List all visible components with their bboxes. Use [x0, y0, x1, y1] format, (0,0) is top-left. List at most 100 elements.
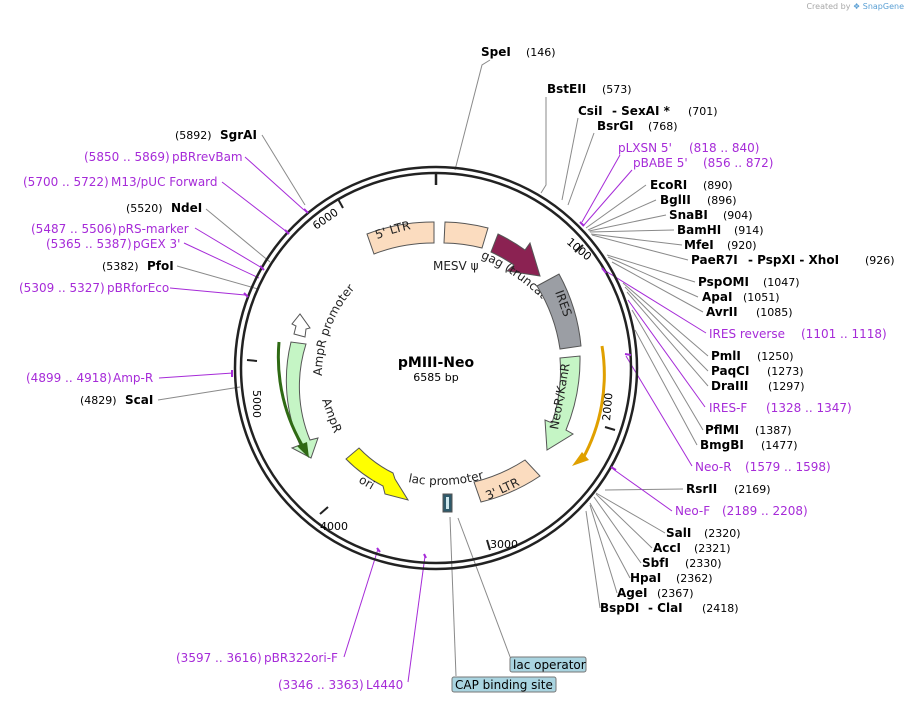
site-name: BmgBI [700, 438, 744, 452]
site-line-bamhi [589, 229, 675, 233]
site-avrii[interactable]: AvrII (1085) [706, 305, 793, 319]
site-bsteii[interactable]: BstEII (573) [547, 82, 632, 96]
site-scai[interactable]: (4829) ScaI [80, 393, 153, 407]
site-name: ApaI [702, 290, 732, 304]
site-extra: - SexAI * [612, 104, 671, 118]
primer-l4440[interactable]: (3346 .. 3363) L4440 [278, 678, 403, 692]
site-position: (1273) [767, 365, 804, 378]
credit-prefix: Created by [806, 2, 851, 11]
primer-pbabe-5[interactable]: pBABE 5' (856 .. 872) [633, 156, 773, 170]
site-bspdi[interactable]: BspDI - ClaI (2418) [600, 601, 739, 615]
site-paqci[interactable]: PaqCI (1273) [711, 364, 804, 378]
site-csii[interactable]: CsiI - SexAI * (701) [578, 104, 718, 118]
site-position: (768) [648, 120, 678, 133]
site-hpai[interactable]: HpaI (2362) [630, 571, 713, 585]
primer-name: pBR322ori-F [264, 651, 338, 665]
primer-lines [158, 154, 707, 683]
site-line-bmgbi [634, 329, 698, 446]
site-name: SgrAI [220, 128, 257, 142]
site-ndei[interactable]: (5520) NdeI [126, 201, 202, 215]
primer-marks [231, 208, 632, 559]
primer-plxsn-5[interactable]: pLXSN 5' (818 .. 840) [618, 141, 759, 155]
site-bsrgi[interactable]: BsrGI (768) [597, 119, 678, 133]
site-agei[interactable]: AgeI (2367) [617, 586, 694, 600]
site-draiii[interactable]: DraIII (1297) [711, 379, 805, 393]
site-ecori[interactable]: EcoRI (890) [650, 178, 733, 192]
primer-mark-plxsn [579, 221, 585, 227]
primer-line-ires-f [627, 299, 706, 408]
site-position: (5520) [126, 202, 163, 215]
boxed-label: lac operator [513, 658, 586, 672]
site-name: AvrII [706, 305, 738, 319]
primer-pbr322ori-f[interactable]: (3597 .. 3616) pBR322ori-F [176, 651, 338, 665]
feature-5-ltr[interactable]: 5' LTR [366, 218, 435, 255]
tick-label-6000: 6000 [310, 206, 340, 233]
site-pfoi[interactable]: (5382) PfoI [102, 259, 174, 273]
site-line-hpai [589, 502, 631, 579]
primer-amp-r[interactable]: (4899 .. 4918) Amp-R [26, 371, 153, 385]
site-sgrai[interactable]: (5892) SgrAI [175, 128, 257, 142]
primer-name: pBRrevBam [172, 150, 243, 164]
site-apai[interactable]: ApaI (1051) [702, 290, 780, 304]
primer-prs-marker[interactable]: (5487 .. 5506) pRS-marker [31, 222, 189, 236]
feature-ires[interactable]: IRES [536, 273, 582, 350]
site-pmli[interactable]: PmlI (1250) [711, 349, 794, 363]
credit-brand: SnapGene [862, 2, 904, 11]
boxed-cap-binding-site[interactable]: CAP binding site [451, 676, 557, 693]
site-spei[interactable]: SpeI (146) [481, 45, 556, 59]
ampr-inner-arc [276, 341, 309, 458]
primer-line-pbabe [583, 169, 633, 226]
site-name: ScaI [125, 393, 153, 407]
primer-mark-neo-r [624, 353, 632, 356]
site-position: (4829) [80, 394, 117, 407]
site-line-rsrii [604, 488, 684, 491]
site-name: AccI [653, 541, 681, 555]
site-bamhi[interactable]: BamHI (914) [677, 223, 764, 237]
primer-mark-prs [259, 265, 265, 271]
site-mfei[interactable]: MfeI (920) [684, 238, 757, 252]
site-pflmi[interactable]: PflMI (1387) [705, 423, 792, 437]
primer-m13-puc-forward[interactable]: (5700 .. 5722) M13/pUC Forward [23, 175, 218, 189]
feature-lac-promoter[interactable]: lac promoter [407, 468, 485, 513]
primer-neo-f[interactable]: Neo-F (2189 .. 2208) [675, 504, 808, 518]
primer-range: (856 .. 872) [703, 156, 773, 170]
site-name: PspOMI [698, 275, 749, 289]
site-extra: - ClaI [648, 601, 683, 615]
primer-pgex-3[interactable]: (5365 .. 5387) pGEX 3' [46, 237, 180, 251]
site-position: (920) [727, 239, 757, 252]
primer-pbrforeco[interactable]: (5309 .. 5327) pBRforEco [19, 281, 169, 295]
feature-mesv-psi[interactable]: MESV ψ [433, 221, 489, 273]
boxed-lac-operator[interactable]: lac operator [509, 656, 587, 673]
feature-neor-kanr[interactable]: NeoR/KanR [544, 355, 581, 451]
plasmid-name: pMIII-Neo [398, 355, 475, 371]
site-bmgbi[interactable]: BmgBI (1477) [700, 438, 798, 452]
primer-line-pbrforeco [169, 287, 246, 296]
site-pspomi[interactable]: PspOMI (1047) [698, 275, 800, 289]
site-acci[interactable]: AccI (2321) [653, 541, 731, 555]
primer-range: (5309 .. 5327) [19, 281, 105, 295]
site-position: (1085) [756, 306, 793, 319]
site-position: (146) [526, 46, 556, 59]
site-name: BamHI [677, 223, 721, 237]
primer-name: IRES reverse [709, 327, 785, 341]
site-position: (890) [703, 179, 733, 192]
primer-mark-pbr322ori [376, 547, 381, 553]
site-line-csii [561, 117, 579, 201]
site-name: PaeR7I [691, 253, 738, 267]
site-name: SpeI [481, 45, 511, 59]
site-line-bspdi [585, 510, 601, 609]
site-bglii[interactable]: BglII (896) [660, 193, 737, 207]
site-sbfi[interactable]: SbfI (2330) [642, 556, 722, 570]
primer-ires-f[interactable]: IRES-F (1328 .. 1347) [709, 401, 852, 415]
site-snabi[interactable]: SnaBI (904) [669, 208, 753, 222]
site-paer7i[interactable]: PaeR7I - PspXI - XhoI (926) [691, 253, 895, 267]
primer-ires-reverse[interactable]: IRES reverse (1101 .. 1118) [709, 327, 887, 341]
feature-ori[interactable]: ori [345, 447, 410, 501]
primer-pbrrevbam[interactable]: (5850 .. 5869) pBRrevBam [84, 150, 243, 164]
site-sali[interactable]: SalI (2320) [666, 526, 741, 540]
site-rsrii[interactable]: RsrII (2169) [686, 482, 771, 496]
primer-neo-r[interactable]: Neo-R (1579 .. 1598) [695, 460, 831, 474]
site-name: BglII [660, 193, 691, 207]
site-position: (2169) [734, 483, 771, 496]
